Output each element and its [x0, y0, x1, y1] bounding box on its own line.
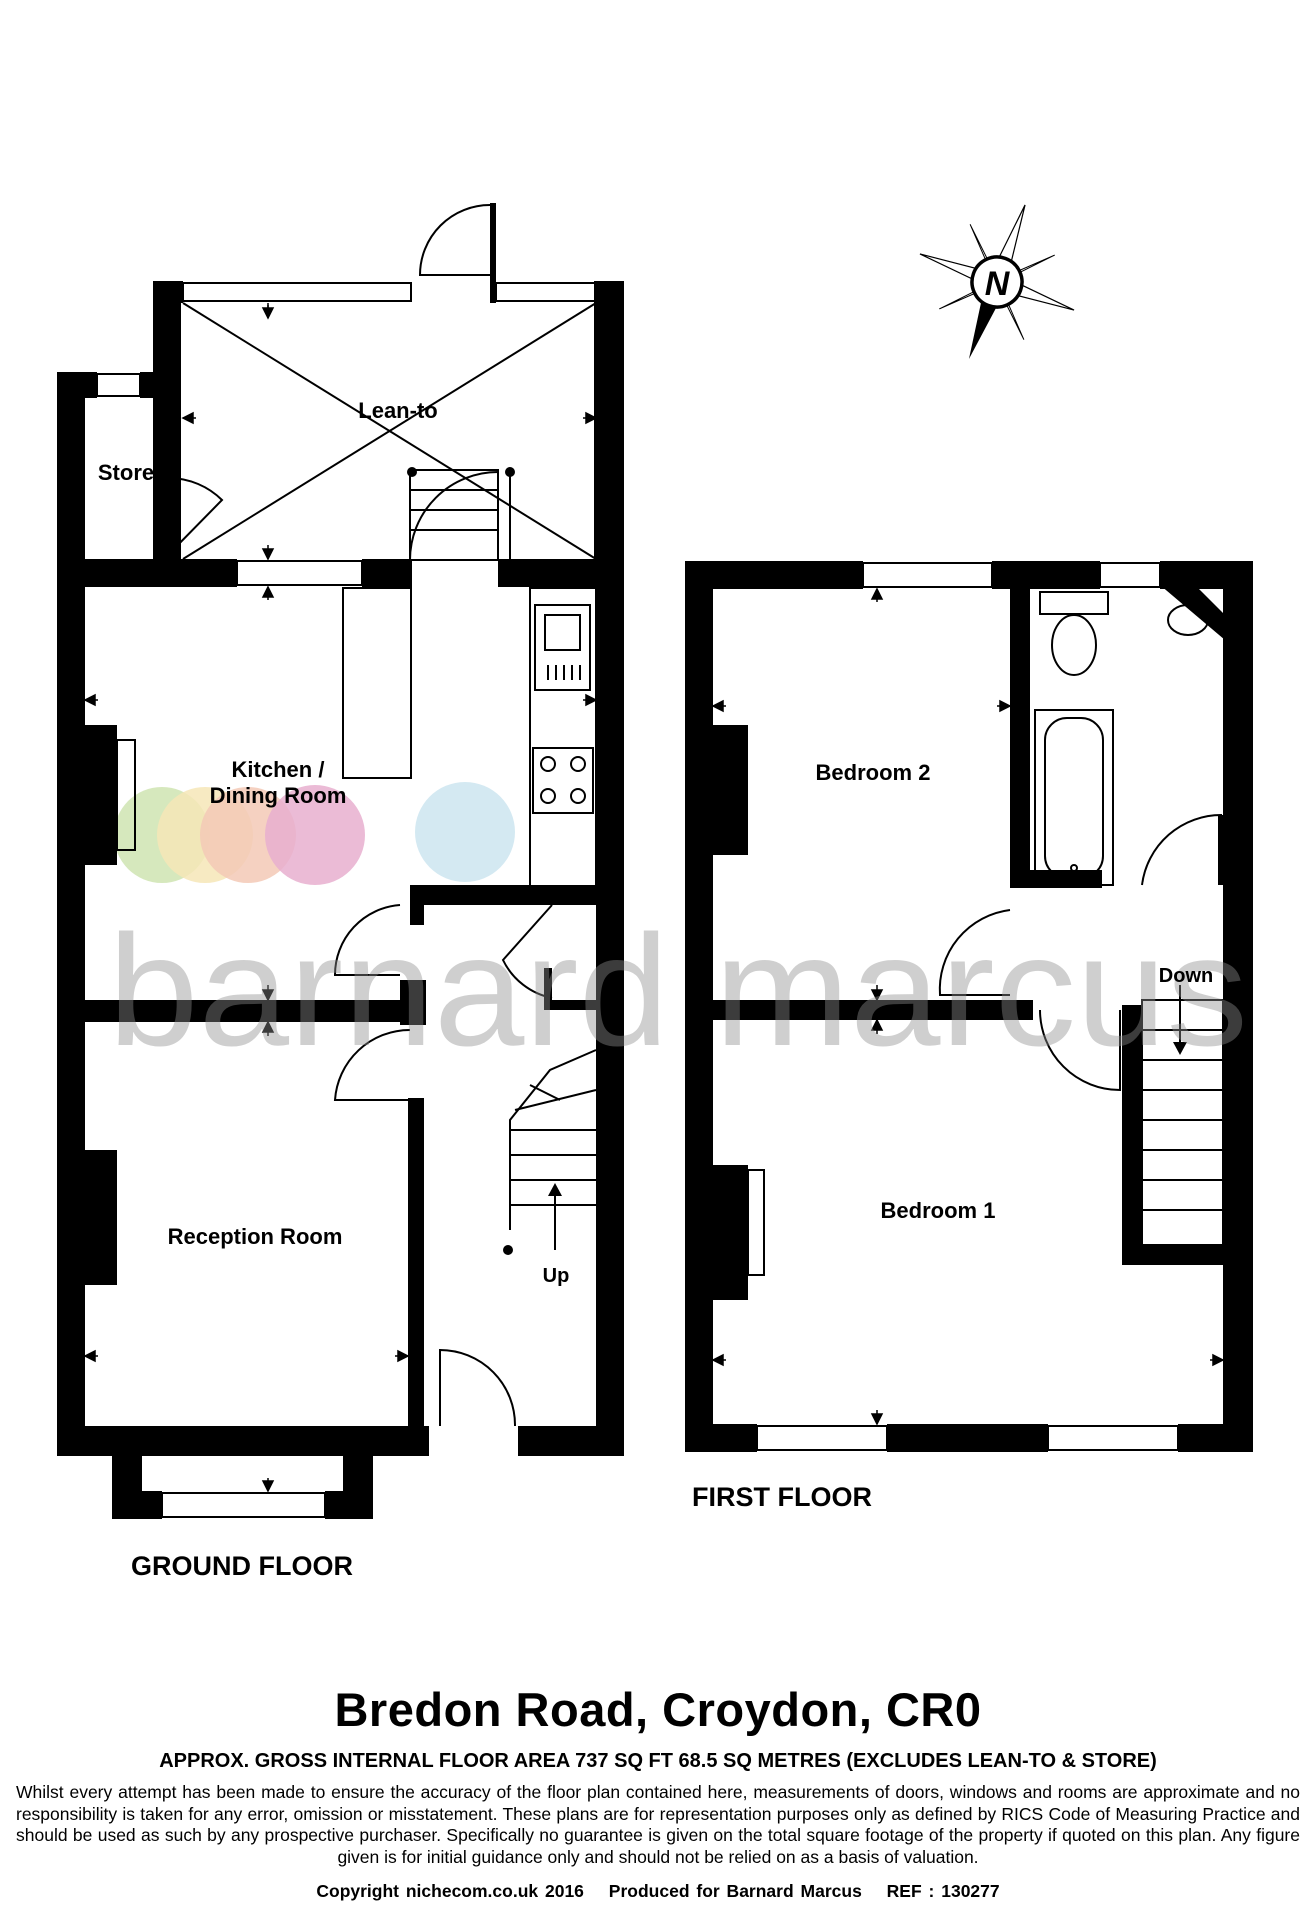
room-label-kitchen: Kitchen /	[232, 757, 325, 782]
room-label-reception: Reception Room	[168, 1224, 343, 1249]
stair-label-down: Down	[1159, 965, 1213, 987]
room-label-dining: Dining Room	[210, 783, 347, 808]
brand-dots	[114, 782, 515, 885]
room-label-bedroom-1: Bedroom 1	[881, 1198, 996, 1223]
ground-arrows	[83, 303, 598, 1493]
stair-label-up: Up	[543, 1265, 570, 1287]
ground-floor-plan	[57, 203, 624, 1519]
floor-label-ground: GROUND FLOOR	[131, 1551, 353, 1581]
credits-line: Copyright nichecom.co.uk 2016 Produced f…	[0, 1881, 1316, 1902]
ground-windows	[96, 282, 596, 1518]
first-fixtures	[731, 591, 1224, 1276]
compass-rose-icon	[919, 204, 1075, 360]
produced-for-text: Produced for Barnard Marcus	[608, 1881, 862, 1901]
property-address: Bredon Road, Croydon, CR0	[334, 1683, 982, 1736]
floor-area-note: APPROX. GROSS INTERNAL FLOOR AREA 737 SQ…	[159, 1750, 1157, 1772]
brand-dot	[265, 785, 365, 885]
stair-arrow-icon	[548, 1183, 562, 1196]
room-label-bedroom-2: Bedroom 2	[816, 760, 931, 785]
floor-plan-diagram: N barnard marcus Lean-to Store Kitchen /…	[57, 203, 1253, 1581]
floor-label-first: FIRST FLOOR	[692, 1482, 872, 1512]
watermark: barnard marcus	[108, 903, 1248, 1079]
room-label-store: Store	[98, 460, 154, 485]
first-floor-plan	[685, 561, 1253, 1452]
copyright-text: Copyright nichecom.co.uk 2016	[316, 1881, 584, 1901]
disclaimer-text: Whilst every attempt has been made to en…	[16, 1782, 1300, 1867]
compass-label: N	[985, 265, 1011, 303]
brand-dot	[415, 782, 515, 882]
first-windows	[756, 562, 1179, 1451]
stair-arrow-icon	[1173, 1042, 1187, 1055]
first-arrows	[711, 587, 1225, 1426]
room-label-lean-to: Lean-to	[358, 398, 437, 423]
reference-text: REF : 130277	[886, 1881, 1000, 1901]
